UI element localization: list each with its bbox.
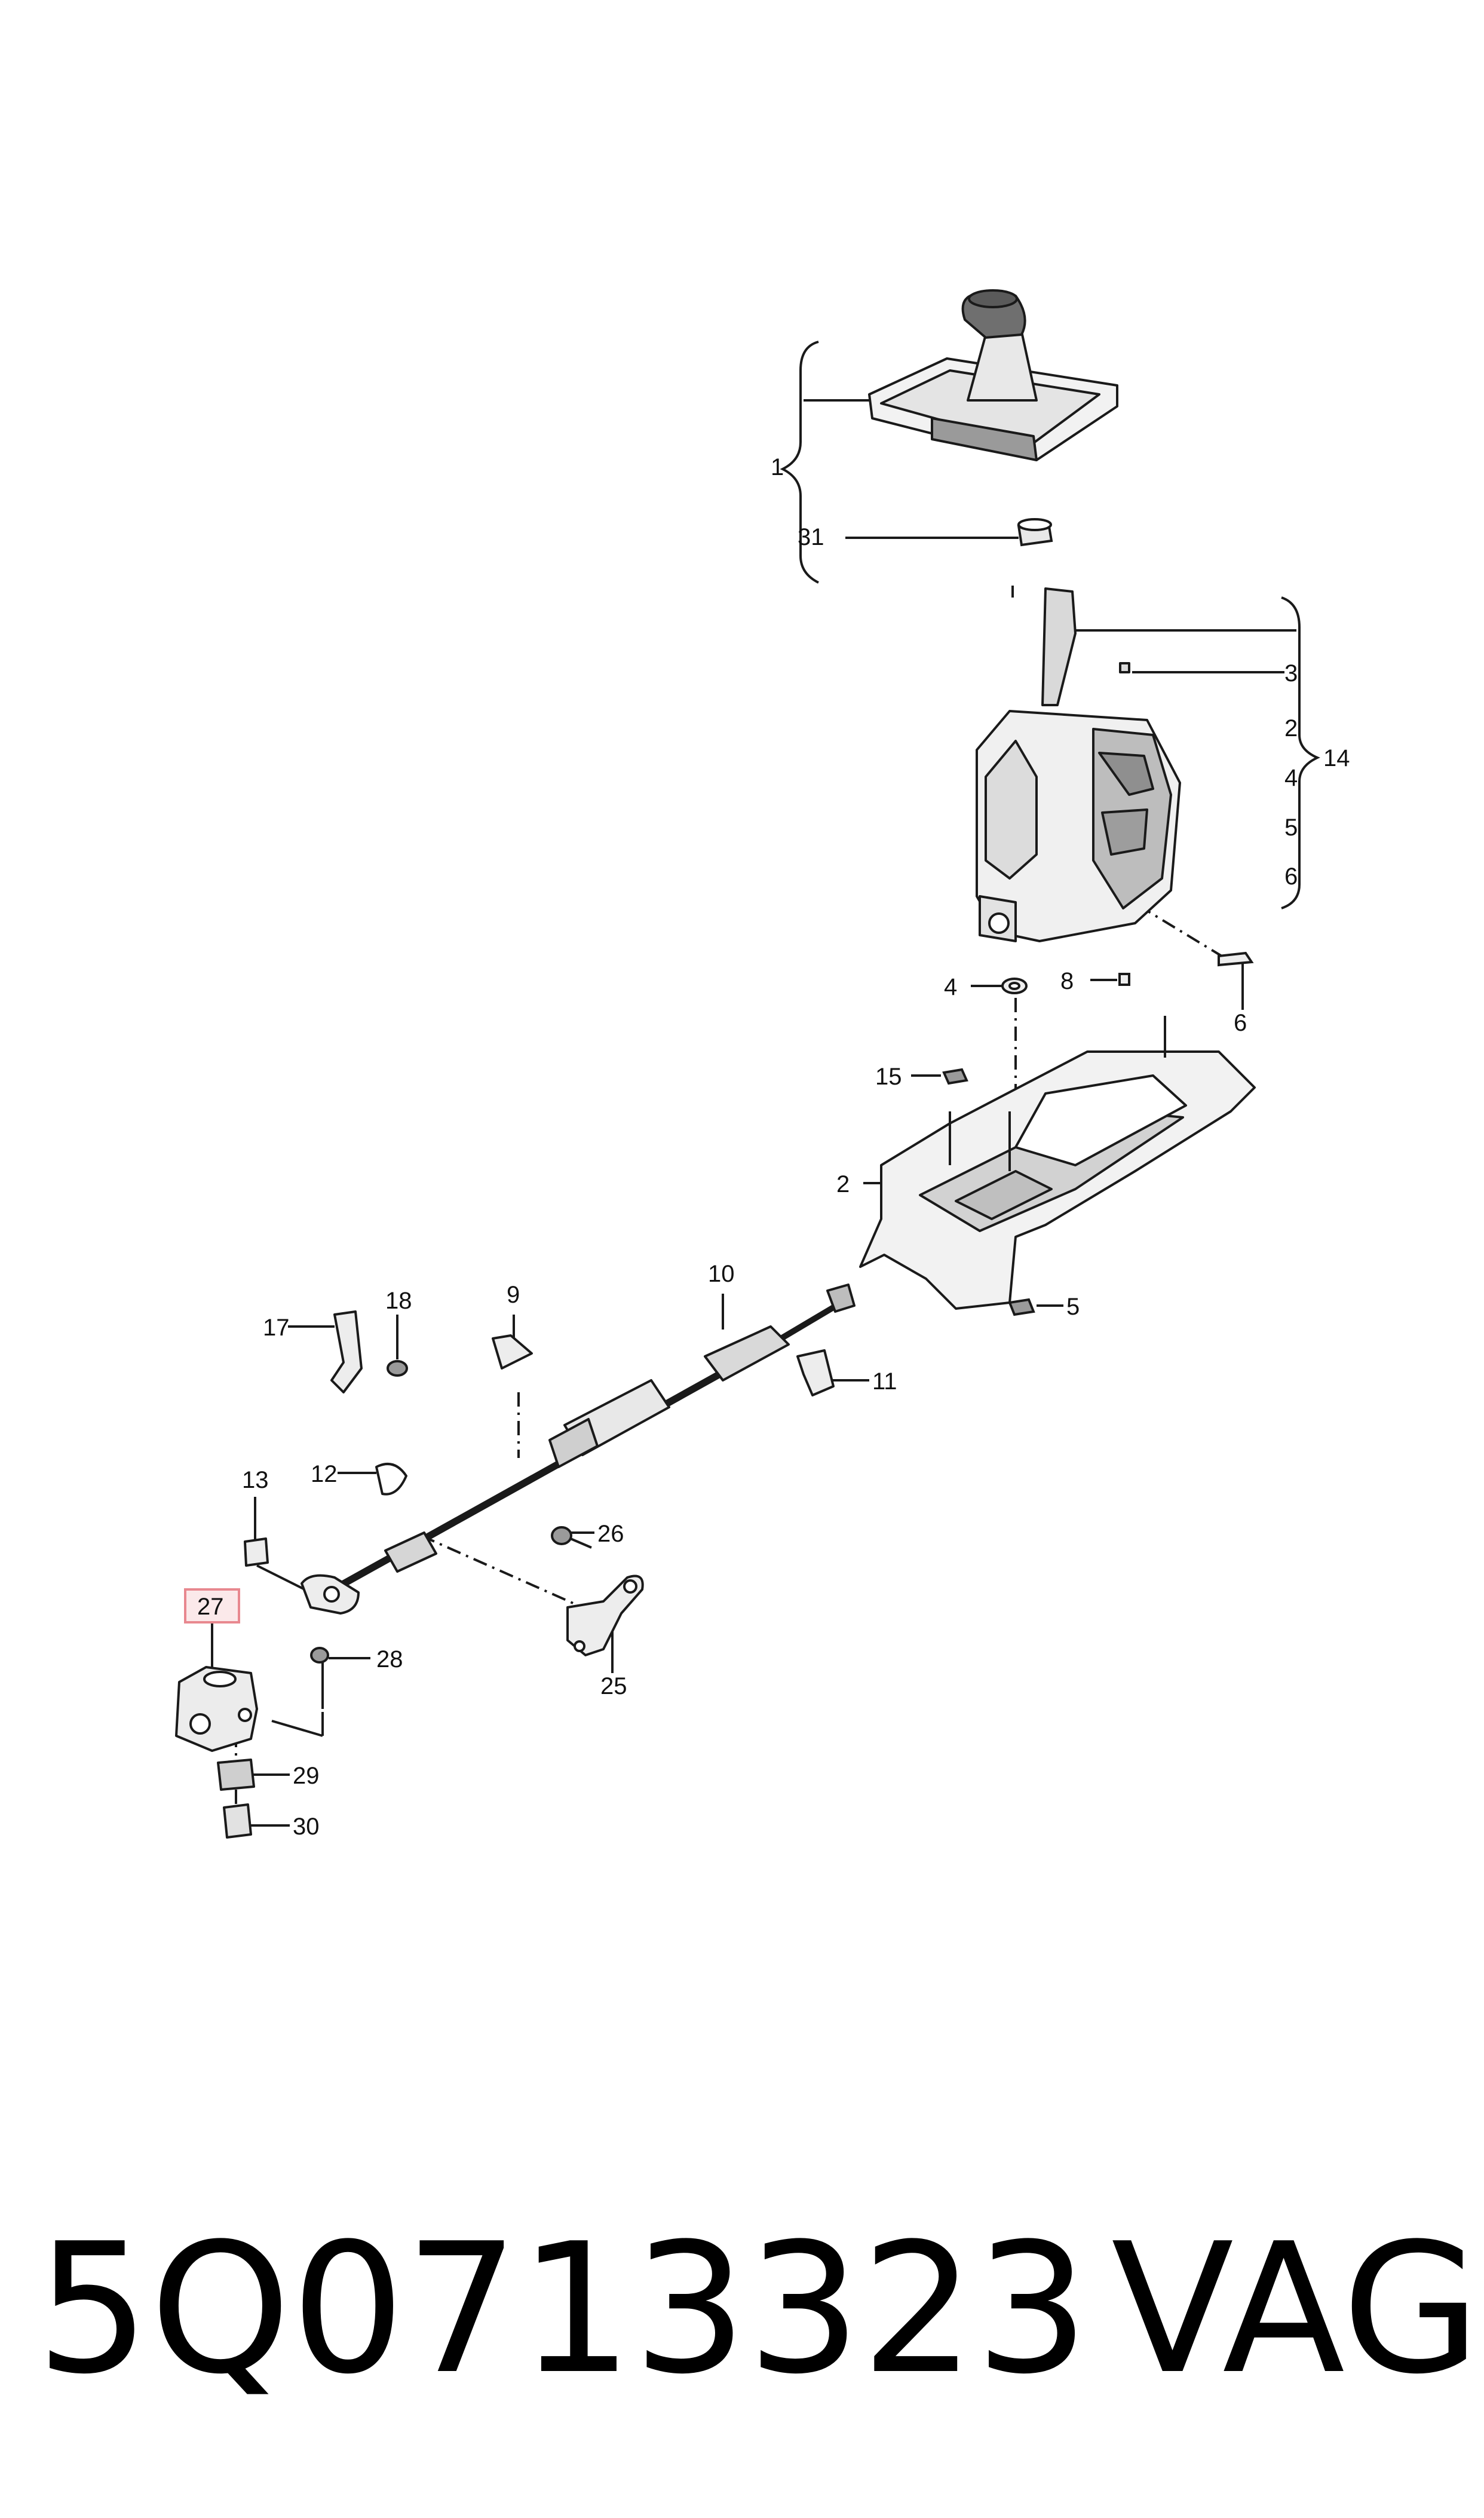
callout-4-upper: 4 (1284, 765, 1298, 791)
callout-29: 29 (293, 1763, 320, 1789)
callout-18: 18 (385, 1288, 412, 1314)
part-number: 5Q0713323 (36, 2205, 1090, 2413)
leader-lines (211, 341, 1320, 1827)
callout-12: 12 (311, 1461, 338, 1487)
callout-labels: 1 31 3 2 14 4 5 6 4 8 6 15 2 5 9 10 17 1… (197, 454, 1350, 1840)
callout-1: 1 (771, 454, 784, 480)
callout-27: 27 (197, 1594, 224, 1620)
callout-6-lower: 6 (1234, 1010, 1247, 1036)
cable-mount-bracket-part-27 (175, 1666, 258, 1839)
callout-10: 10 (708, 1261, 735, 1287)
callout-28: 28 (376, 1646, 403, 1672)
callout-17: 17 (263, 1315, 290, 1341)
callout-25: 25 (600, 1673, 627, 1699)
brand-name: VAG (1111, 2205, 1481, 2413)
clips-and-fasteners (244, 1310, 835, 1709)
shift-knob-cover-assembly (868, 289, 1118, 461)
shift-cable-assembly (301, 1283, 856, 1615)
callout-26: 26 (597, 1521, 624, 1547)
callout-3: 3 (1284, 660, 1298, 687)
callout-4-lower: 4 (944, 974, 957, 1000)
shift-mechanism-housing (976, 587, 1181, 942)
callout-11: 11 (872, 1368, 897, 1395)
callout-5-lower: 5 (1066, 1294, 1080, 1320)
callout-8: 8 (1060, 968, 1074, 994)
footer: 5Q0713323 VAG (0, 2211, 1484, 2408)
callout-14: 14 (1323, 745, 1350, 771)
boot-ring (1017, 518, 1053, 547)
part-27-highlight (184, 1588, 240, 1623)
callout-30: 30 (293, 1814, 320, 1840)
callout-31: 31 (798, 524, 824, 550)
small-parts-upper (942, 951, 1254, 1316)
callout-5-upper: 5 (1284, 814, 1298, 841)
callout-6-upper: 6 (1284, 863, 1298, 890)
callout-2-lower: 2 (836, 1171, 850, 1197)
callout-9: 9 (507, 1282, 520, 1308)
callout-13: 13 (242, 1467, 269, 1493)
callout-2-upper: 2 (1284, 715, 1298, 742)
console-mounting-bracket (859, 1016, 1256, 1310)
callout-15: 15 (875, 1064, 902, 1090)
